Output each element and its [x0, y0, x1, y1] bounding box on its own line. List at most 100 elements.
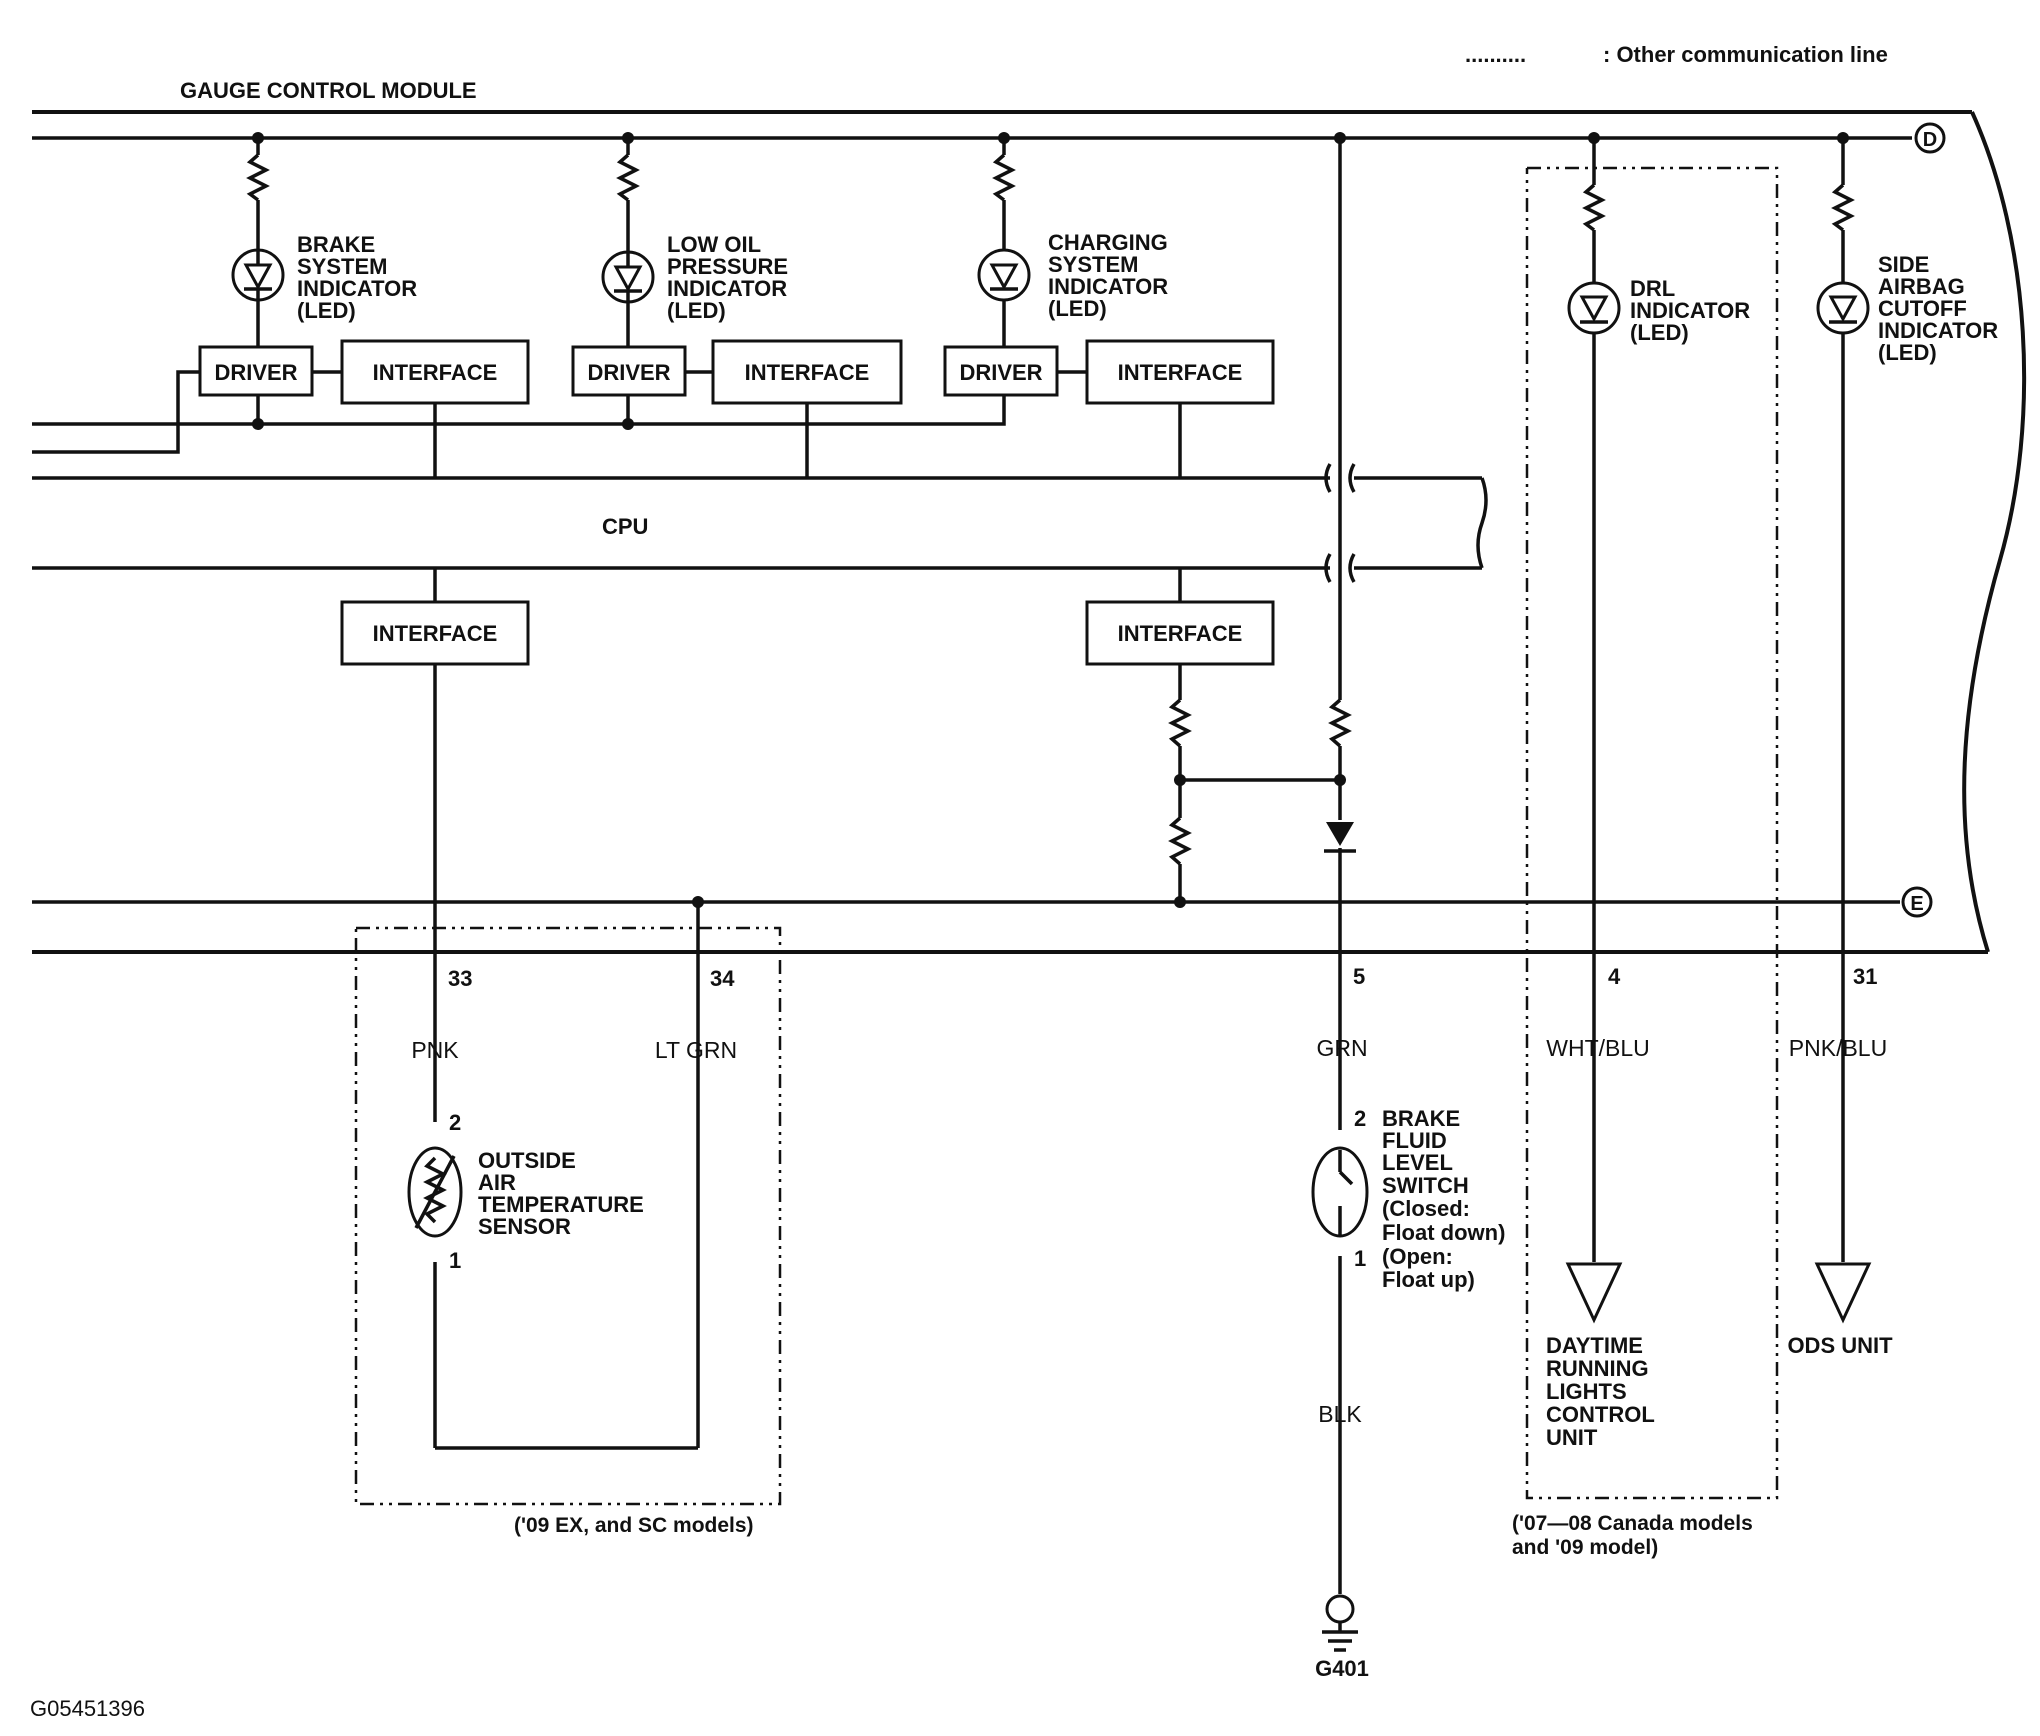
interface-cpu-links [433, 403, 1182, 602]
connector-d [1914, 122, 1946, 154]
ground-icon [1322, 1594, 1358, 1652]
brake-indicator-label: BRAKE SYSTEM INDICATOR (LED) [297, 232, 417, 323]
canada-model-enclosure [1525, 166, 1779, 1500]
svg-text:AIR: AIR [478, 1170, 516, 1195]
float-switch-icon [1311, 1146, 1369, 1238]
svg-text:(LED): (LED) [1048, 296, 1107, 321]
figure-id: G05451396 [30, 1696, 145, 1721]
svg-text:INDICATOR: INDICATOR [667, 276, 787, 301]
svg-text:BRAKE: BRAKE [297, 232, 375, 257]
thermistor-icon [407, 1146, 463, 1238]
airbag-branch [1831, 138, 1855, 1262]
brake-branch [246, 138, 270, 347]
svg-text:INDICATOR: INDICATOR [1878, 318, 1998, 343]
note-canada-1: ('07—08 Canada models [1512, 1512, 1753, 1535]
junction [1334, 132, 1346, 144]
airbag-indicator-label: SIDE AIRBAG CUTOFF INDICATOR (LED) [1878, 252, 1998, 365]
svg-text:SYSTEM: SYSTEM [297, 254, 387, 279]
svg-text:SYSTEM: SYSTEM [1048, 252, 1138, 277]
svg-text:(Open:: (Open: [1382, 1244, 1453, 1269]
pin-5: 5 [1353, 964, 1365, 989]
svg-text:DRIVER: DRIVER [587, 360, 670, 385]
temp-sensor-label: OUTSIDE AIR TEMPERATURE SENSOR [478, 1148, 644, 1239]
pin-33: 33 [448, 966, 472, 991]
svg-text:DRIVER: DRIVER [959, 360, 1042, 385]
connector-d-label: D [1923, 129, 1937, 151]
module-outline [32, 110, 2027, 954]
svg-text:UNIT: UNIT [1546, 1425, 1598, 1450]
svg-text:RUNNING: RUNNING [1546, 1356, 1649, 1381]
driver-box-charging: DRIVER [943, 345, 1059, 397]
drl-led-icon [1567, 281, 1621, 335]
wire-ltgrn: LT GRN [655, 1037, 737, 1063]
svg-text:(LED): (LED) [1878, 340, 1937, 365]
svg-text:CHARGING: CHARGING [1048, 230, 1168, 255]
svg-text:INDICATOR: INDICATOR [1630, 298, 1750, 323]
legend-text: : Other communication line [1603, 42, 1888, 67]
junction [1837, 132, 1849, 144]
svg-text:LIGHTS: LIGHTS [1546, 1379, 1627, 1404]
junction [622, 418, 634, 430]
svg-text:SIDE: SIDE [1878, 252, 1929, 277]
drl-unit-arrow [1565, 1262, 1623, 1324]
oil-branch [616, 138, 640, 347]
svg-text:INTERFACE: INTERFACE [1118, 360, 1243, 385]
junction [1334, 774, 1346, 786]
oil-led-icon [601, 250, 655, 304]
interface-box-charging: INTERFACE [1085, 339, 1275, 405]
ods-unit-label: ODS UNIT [1787, 1333, 1893, 1358]
svg-text:OUTSIDE: OUTSIDE [478, 1148, 576, 1173]
temp-pin-1: 1 [449, 1248, 461, 1273]
junction [1588, 132, 1600, 144]
module-title: GAUGE CONTROL MODULE [180, 78, 477, 103]
junction [998, 132, 1010, 144]
svg-text:FLUID: FLUID [1382, 1128, 1447, 1153]
pin-34: 34 [710, 966, 735, 991]
note-ex-sc: ('09 EX, and SC models) [514, 1514, 754, 1537]
connector-e [1901, 886, 1933, 918]
legend-dots: .......... [1465, 42, 1526, 67]
brake-fluid-switch-label: BRAKE FLUID LEVEL SWITCH (Closed: Float … [1382, 1106, 1505, 1292]
svg-text:LOW OIL: LOW OIL [667, 232, 761, 257]
interface-box-brake-fluid: INTERFACE [1085, 600, 1275, 666]
svg-text:INTERFACE: INTERFACE [373, 621, 498, 646]
svg-text:DAYTIME: DAYTIME [1546, 1333, 1643, 1358]
note-canada-2: and '09 model) [1512, 1536, 1658, 1559]
junction [1174, 896, 1186, 908]
svg-text:PRESSURE: PRESSURE [667, 254, 788, 279]
junction [692, 896, 704, 908]
brake-led-icon [231, 248, 285, 302]
junction [1174, 774, 1186, 786]
svg-text:SENSOR: SENSOR [478, 1214, 571, 1239]
switch-pin-1: 1 [1354, 1246, 1366, 1271]
ods-unit-arrow [1814, 1262, 1872, 1324]
ground-label: G401 [1315, 1656, 1369, 1681]
temp-pin-2: 2 [449, 1110, 461, 1135]
svg-text:Float down): Float down) [1382, 1220, 1505, 1245]
svg-text:(LED): (LED) [297, 298, 356, 323]
drl-indicator-label: DRL INDICATOR (LED) [1630, 276, 1750, 345]
brake-fluid-circuit [1168, 664, 1340, 902]
pin-4: 4 [1608, 964, 1621, 989]
svg-text:Float up): Float up) [1382, 1267, 1475, 1292]
wire-grn: GRN [1316, 1035, 1367, 1061]
svg-text:AIRBAG: AIRBAG [1878, 274, 1965, 299]
junction [252, 132, 264, 144]
cpu-label: CPU [602, 514, 648, 539]
svg-text:INTERFACE: INTERFACE [1118, 621, 1243, 646]
diode-icon [1324, 822, 1356, 853]
driver-box-oil: DRIVER [571, 345, 687, 397]
charging-indicator-label: CHARGING SYSTEM INDICATOR (LED) [1048, 230, 1168, 321]
svg-text:INDICATOR: INDICATOR [297, 276, 417, 301]
cpu-block [32, 463, 1488, 583]
svg-text:TEMPERATURE: TEMPERATURE [478, 1192, 644, 1217]
pin-31: 31 [1853, 964, 1877, 989]
svg-text:INTERFACE: INTERFACE [745, 360, 870, 385]
wire-pnkblu: PNK/BLU [1789, 1035, 1887, 1061]
svg-text:CUTOFF: CUTOFF [1878, 296, 1967, 321]
charging-branch [992, 138, 1016, 347]
svg-text:DRIVER: DRIVER [214, 360, 297, 385]
svg-text:INTERFACE: INTERFACE [373, 360, 498, 385]
driver-box-brake: DRIVER [198, 345, 314, 397]
switch-pin-2: 2 [1354, 1106, 1366, 1131]
